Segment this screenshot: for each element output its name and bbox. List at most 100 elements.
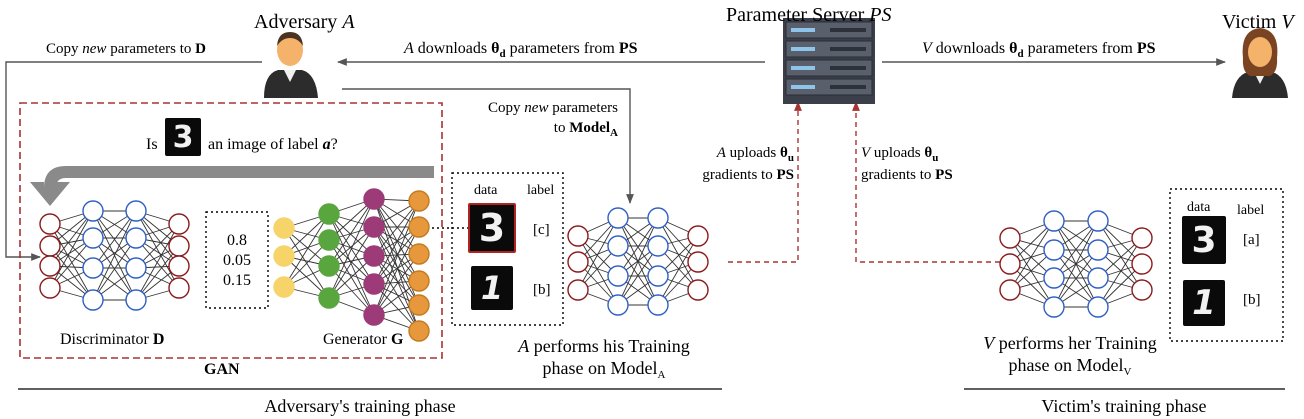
neuron: [687, 251, 709, 273]
adversary-label-header: label: [527, 183, 555, 198]
network-edge: [373, 200, 420, 285]
neuron: [1087, 210, 1109, 232]
neuron: [1043, 267, 1065, 289]
discriminator-label: Discriminator D: [60, 331, 165, 348]
network-edge: [373, 226, 420, 332]
neuron: [125, 200, 147, 222]
network-edge: [617, 217, 659, 306]
neuron: [1131, 253, 1153, 275]
neuron: [607, 265, 629, 287]
neuron: [999, 227, 1021, 249]
server-title: Parameter Server PS: [726, 4, 892, 26]
gan-box: [19, 102, 443, 359]
neuron: [39, 235, 61, 257]
network-edge: [1053, 220, 1099, 308]
neuron: [408, 294, 430, 316]
network-edge: [373, 200, 420, 257]
neuron: [363, 216, 385, 238]
neuron: [82, 257, 104, 279]
neuron: [273, 276, 295, 298]
neuron: [168, 277, 190, 299]
copy-to-model-label: Copy new parameters to ModelA: [488, 100, 618, 140]
neuron: [567, 225, 589, 247]
network-edge: [135, 223, 180, 301]
victim-model-network: [999, 210, 1153, 318]
neuron: [408, 216, 430, 238]
neuron: [567, 251, 589, 273]
output-value: 0.15: [223, 272, 251, 289]
copy-to-d-arrow: [5, 61, 262, 261]
neuron: [39, 213, 61, 235]
network-edge: [49, 210, 94, 267]
network-edge: [283, 213, 330, 288]
neuron: [39, 277, 61, 299]
adversary-avatar-icon: [264, 32, 318, 98]
model-a-network: [567, 207, 709, 316]
network-edge: [617, 217, 659, 277]
neuron: [1131, 279, 1153, 301]
gan-label: GAN: [204, 361, 240, 378]
neuron: [607, 207, 629, 229]
neuron: [168, 235, 190, 257]
neuron: [82, 289, 104, 311]
discriminator-network: [39, 200, 190, 311]
network-edge: [135, 210, 180, 289]
neuron: [647, 265, 669, 287]
neuron: [125, 227, 147, 249]
victim-data-image: 1: [1183, 280, 1225, 326]
network-edge: [1053, 249, 1099, 308]
neuron: [647, 235, 669, 257]
network-edge: [135, 210, 180, 267]
neuron: [408, 190, 430, 212]
neuron: [273, 217, 295, 239]
neuron: [647, 294, 669, 316]
neuron: [687, 279, 709, 301]
neuron: [567, 279, 589, 301]
neuron: [999, 279, 1021, 301]
network-edge: [1097, 237, 1143, 308]
neuron: [363, 273, 385, 295]
server-rack-icon: [783, 18, 875, 104]
network-edge: [1097, 220, 1143, 291]
neuron: [1043, 296, 1065, 318]
neuron: [39, 255, 61, 277]
network-edge: [373, 226, 420, 285]
network-edge: [328, 265, 375, 316]
network-edge: [373, 283, 420, 332]
adversary-training-caption: A performs his Training phase on ModelA: [518, 336, 690, 381]
neuron: [408, 320, 430, 342]
network-edge: [373, 226, 420, 306]
output-value: 0.8: [227, 232, 247, 249]
victim-avatar-icon: [1232, 28, 1288, 98]
neuron: [1087, 296, 1109, 318]
network-edge: [373, 226, 420, 282]
gan-question-pre: Is: [146, 136, 158, 153]
neuron: [318, 203, 340, 225]
neuron: [1131, 227, 1153, 249]
neuron: [168, 213, 190, 235]
network-edge: [49, 210, 94, 289]
v-download-label: V downloads θd parameters from PS: [922, 40, 1156, 60]
network-edge: [1009, 237, 1055, 308]
copy-to-d-label: Copy new parameters to D: [46, 41, 206, 57]
a-download-label: A downloads θd parameters from PS: [404, 40, 638, 60]
network-edge: [1009, 220, 1055, 291]
generator-network: [273, 188, 430, 342]
victim-data-image: 3: [1182, 216, 1226, 264]
adversary-data-box: [451, 172, 564, 326]
network-edge: [328, 226, 375, 299]
neuron: [607, 294, 629, 316]
neuron: [125, 289, 147, 311]
adversary-data-image: 1: [471, 266, 513, 310]
victim-phase-label: Victim's training phase: [1041, 396, 1207, 416]
neuron: [1043, 210, 1065, 232]
neuron: [363, 188, 385, 210]
network-edge: [49, 223, 94, 301]
adversary-phase-label: Adversary's training phase: [264, 396, 456, 416]
neuron: [273, 245, 295, 267]
victim-training-caption: V performs her Training phase on ModelV: [983, 333, 1157, 378]
generator-label: Generator G: [323, 331, 404, 348]
network-edge: [49, 245, 94, 301]
neuron: [1087, 239, 1109, 261]
